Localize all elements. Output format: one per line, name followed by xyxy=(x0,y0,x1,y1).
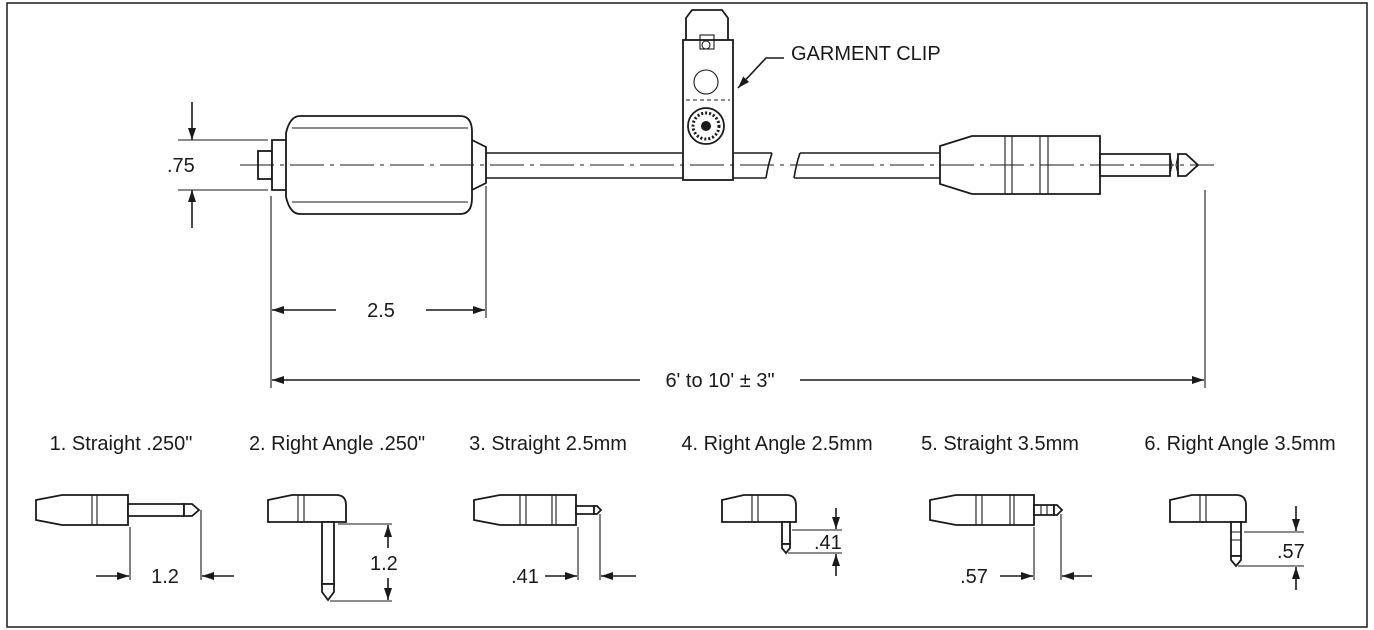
connector-3-dimension: .41 xyxy=(511,566,539,588)
clip-ring xyxy=(693,69,719,95)
housing-boot xyxy=(285,115,473,215)
connector-1-caption: 1. Straight .250" xyxy=(50,433,193,455)
height-label: .75 xyxy=(167,155,195,177)
cable-length-dimension: 6' to 10' ± 3" xyxy=(272,370,1204,392)
clip-top-tab xyxy=(685,9,729,40)
connector-5-tip xyxy=(1053,504,1064,516)
connector-4-shaft xyxy=(781,521,791,545)
connector-6-rings xyxy=(1231,531,1241,541)
connector-3-shaft xyxy=(575,505,595,515)
connector-5-shaft xyxy=(1033,504,1055,516)
connector-housing xyxy=(257,115,487,215)
connector-6-body xyxy=(1169,494,1247,523)
connector-4-grip xyxy=(751,495,759,522)
connector-1-drawing: 1.2 xyxy=(35,494,234,588)
clip-gear-hub xyxy=(701,121,711,131)
connector-2-tip xyxy=(321,583,335,602)
plug-shaft xyxy=(1099,153,1171,177)
height-dimension: .75 xyxy=(167,102,268,228)
cable-length-label: 6' to 10' ± 3" xyxy=(665,370,774,392)
connector-4-dimension: .41 xyxy=(814,532,842,554)
connector-6-tip xyxy=(1230,555,1242,568)
connector-6-caption: 6. Right Angle 3.5mm xyxy=(1144,433,1335,455)
connector-3-drawing: .41 xyxy=(473,494,636,588)
connector-3-grip xyxy=(519,495,557,525)
connector-1-grip xyxy=(91,495,98,525)
clip-gear-teeth xyxy=(691,111,721,141)
garment-clip-label: GARMENT CLIP xyxy=(791,43,941,65)
garment-clip-leader xyxy=(737,57,784,89)
connector-2-dimension: 1.2 xyxy=(370,553,398,575)
drawing-border xyxy=(6,2,1368,628)
connector-5-dimension: .57 xyxy=(960,566,988,588)
connector-2-drawing: 1.2 xyxy=(267,494,398,602)
connector-4-tip xyxy=(781,543,791,555)
housing-length-dimension: 2.5 xyxy=(272,300,485,322)
connector-1-shaft xyxy=(127,503,185,517)
connector-3-body xyxy=(473,494,577,526)
garment-clip xyxy=(682,9,734,181)
connector-4-drawing: .41 xyxy=(721,494,842,576)
connector-2-caption: 2. Right Angle .250" xyxy=(249,433,425,455)
plug-tip xyxy=(1177,153,1200,177)
connector-4-body xyxy=(721,494,797,523)
connector-3-caption: 3. Straight 2.5mm xyxy=(469,433,627,455)
connector-4-caption: 4. Right Angle 2.5mm xyxy=(681,433,872,455)
connector-6-drawing: .57 xyxy=(1169,494,1305,590)
clip-rivet xyxy=(701,40,711,50)
housing-length-label: 2.5 xyxy=(367,300,395,322)
connector-6-shaft xyxy=(1230,521,1242,557)
connector-5-caption: 5. Straight 3.5mm xyxy=(921,433,1079,455)
connector-3-tip xyxy=(593,505,603,515)
connector-5-drawing: .57 xyxy=(929,494,1092,588)
connector-1-dimension: 1.2 xyxy=(151,566,179,588)
connector-1-tip xyxy=(183,503,201,517)
garment-clip-callout: GARMENT CLIP xyxy=(737,43,941,89)
connector-5-grip xyxy=(975,495,1015,525)
connector-2-shaft xyxy=(321,521,335,585)
connector-1-body xyxy=(35,494,129,526)
connector-5-rings xyxy=(1040,505,1048,515)
connector-2-body xyxy=(267,494,347,523)
connector-2-grip xyxy=(297,495,305,522)
connector-6-grip xyxy=(1199,495,1207,522)
housing-ribs xyxy=(292,127,468,203)
connector-6-dimension: .57 xyxy=(1277,541,1305,563)
cable-assembly xyxy=(240,9,1214,215)
